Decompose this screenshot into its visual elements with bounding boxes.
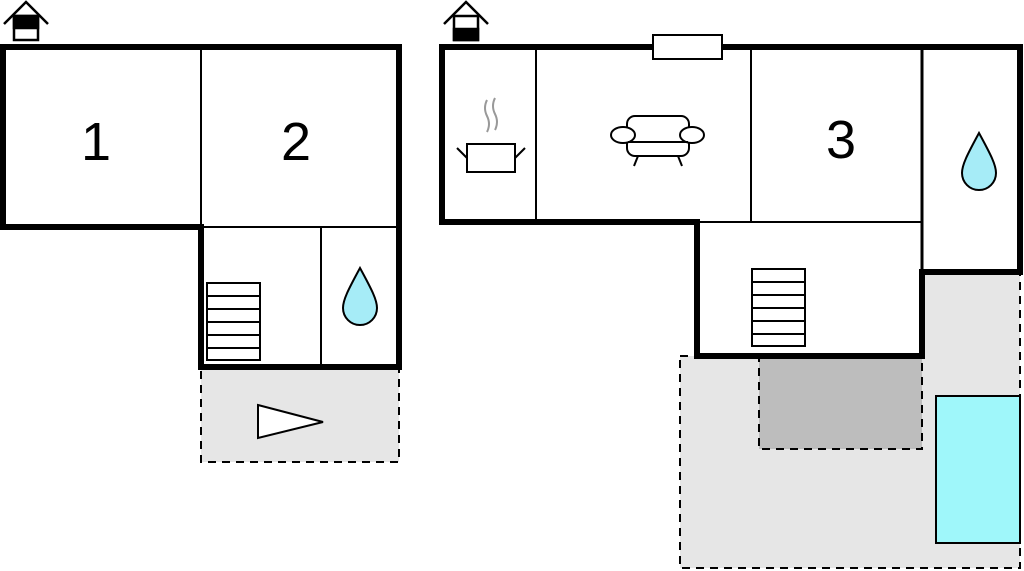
bathroom-water-drop-icon xyxy=(960,130,998,191)
stairs-icon xyxy=(751,268,806,347)
window xyxy=(652,34,723,60)
stairs-icon xyxy=(206,282,261,361)
upper-outer-wall xyxy=(0,44,402,370)
upper-floor-indicator-icon xyxy=(3,0,49,42)
terrace-direction-icon xyxy=(257,403,324,440)
room-2-label: 2 xyxy=(281,112,311,172)
room-1-label: 1 xyxy=(81,112,111,172)
sofa-icon xyxy=(610,115,705,167)
ground-outer-wall xyxy=(439,44,1023,359)
ground-floor-indicator-icon xyxy=(443,0,489,42)
swimming-pool xyxy=(935,395,1021,544)
covered-terrace xyxy=(758,357,923,450)
bathroom-water-drop-icon xyxy=(341,265,379,326)
terrace-left xyxy=(200,366,400,463)
room-3-label: 3 xyxy=(826,110,856,170)
kitchen-pot-icon xyxy=(456,97,526,173)
